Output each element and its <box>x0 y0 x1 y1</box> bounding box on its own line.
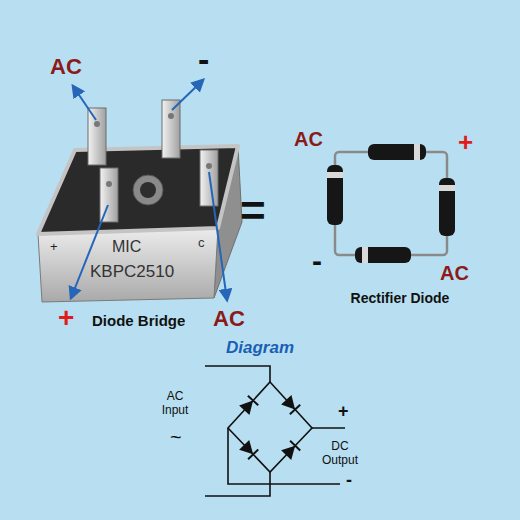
part-number: KBPC2510 <box>90 262 174 282</box>
schematic-wires <box>205 366 345 496</box>
diode-wire <box>335 152 447 255</box>
bridge-wire <box>228 382 312 472</box>
diode-bar <box>248 450 258 460</box>
terminal-hole <box>168 113 174 119</box>
diode-body <box>355 247 411 263</box>
body-top <box>38 146 238 234</box>
leader-arrow <box>209 172 227 300</box>
leader-arrow <box>71 205 108 298</box>
dc-wire <box>312 427 345 429</box>
diode-triangle <box>239 440 258 459</box>
diode-band <box>414 144 420 160</box>
terminal-hole <box>206 163 212 169</box>
diode-symbol <box>281 441 300 460</box>
diode-band <box>362 247 368 263</box>
terminal <box>88 108 106 165</box>
equals-sign: = <box>240 186 266 237</box>
part-name: Rectifier Diode <box>330 290 470 306</box>
diode-body <box>327 165 343 225</box>
diode-body <box>439 178 455 236</box>
pin-label: AC <box>213 306 245 331</box>
diode-band <box>327 172 343 178</box>
terminal-tab <box>100 168 118 222</box>
terminal-hole <box>106 181 112 187</box>
pin-label: AC <box>294 128 323 151</box>
terminal <box>100 168 118 222</box>
section-heading: Diagram <box>190 338 330 358</box>
diode-body <box>368 144 426 160</box>
pin-label: AC <box>50 54 82 79</box>
diode-body <box>355 247 411 263</box>
diode-body <box>368 144 426 160</box>
part-name: Diode Bridge <box>92 312 185 329</box>
polarity-sign: + <box>338 401 349 422</box>
diode-bar <box>290 441 300 451</box>
diode-body <box>327 165 343 225</box>
diode-body <box>439 178 455 236</box>
ac-symbol: ~ <box>170 426 182 449</box>
ac-wire <box>205 366 270 382</box>
diode-bar <box>290 405 300 414</box>
diode-band <box>439 185 455 191</box>
terminal-tab <box>88 108 106 165</box>
leader-arrow <box>172 80 203 110</box>
mounting-hole-inner <box>140 182 156 198</box>
terminal-tab <box>162 100 180 158</box>
pin-label: - <box>198 40 209 79</box>
diode-triangle <box>239 396 258 415</box>
signal-name: AC Input <box>155 390 195 418</box>
terminal-hole <box>94 121 100 127</box>
body-marking: c <box>198 236 205 251</box>
diode-symbol <box>239 440 258 459</box>
pin-label: + <box>458 128 473 158</box>
mounting-hole <box>133 175 163 205</box>
polarity-sign: - <box>346 470 352 491</box>
diode-symbol <box>281 395 300 414</box>
body-front <box>38 228 218 302</box>
pin-label: - <box>312 244 322 279</box>
body-marking: + <box>50 240 58 255</box>
diode-triangle <box>281 441 300 460</box>
diode-symbol <box>239 396 258 415</box>
body-marking: MIC <box>112 238 141 256</box>
diode-triangle <box>281 395 300 414</box>
signal-name: DC Output <box>315 440 365 468</box>
terminal <box>162 100 180 158</box>
pin-label: AC <box>440 262 469 285</box>
pin-label: + <box>58 302 74 334</box>
leader-arrow <box>73 86 96 120</box>
diode-bar <box>248 396 258 405</box>
